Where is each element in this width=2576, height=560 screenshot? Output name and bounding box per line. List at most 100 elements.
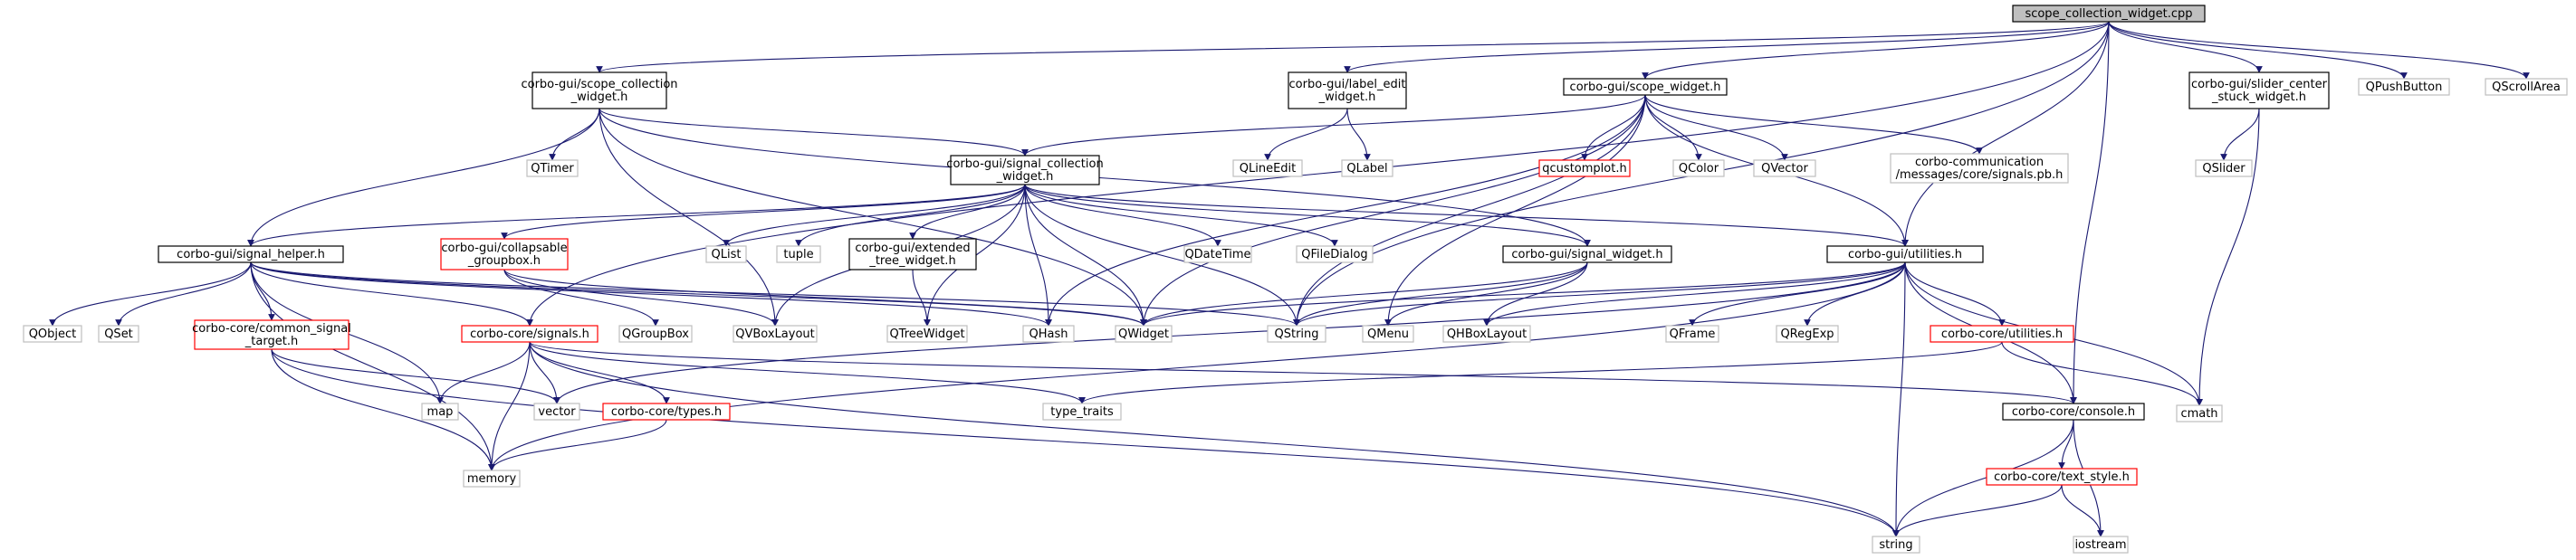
node-qregexp: QRegExp: [1776, 325, 1839, 343]
node-label: _widget.h: [1318, 90, 1376, 104]
edge-util_h-to-vector: [553, 261, 1906, 404]
node-box: [1296, 245, 1374, 263]
node-cst_h[interactable]: corbo-core/common_signal_target.h: [192, 319, 351, 350]
node-label: QTimer: [531, 162, 574, 176]
edge-sc_h-to-scw_h: [599, 108, 1029, 157]
node-string: string: [1872, 536, 1920, 554]
node-box: [1042, 403, 1122, 421]
dependency-edge: [2108, 21, 2408, 80]
dependency-edge: [549, 108, 600, 161]
node-coll_h[interactable]: corbo-gui/collapsable_groupbox.h: [440, 238, 569, 271]
dependency-edge: [250, 261, 1300, 327]
node-label: string: [1879, 538, 1912, 552]
node-qgroupbox: QGroupBox: [618, 325, 693, 343]
node-label: _stuck_widget.h: [2211, 90, 2306, 104]
node-text_style_h[interactable]: corbo-core/text_style.h: [1986, 468, 2138, 486]
dependency-edge: [1024, 184, 1221, 247]
dependency-edge: [599, 108, 779, 327]
node-ext_h[interactable]: corbo-gui/extended_tree_widget.h: [848, 238, 977, 271]
node-box: [533, 403, 580, 421]
node-box: [1341, 159, 1393, 177]
edge-sh_h-to-cst_h: [250, 261, 275, 321]
node-label: corbo-gui/collapsable: [441, 242, 567, 255]
node-csig_h[interactable]: corbo-core/signals.h: [461, 325, 599, 343]
dependency-edge: [1581, 94, 1646, 161]
edge-sh_h-to-csig_h: [250, 261, 533, 327]
node-sc_h[interactable]: corbo-gui/scope_collection_widget.h: [521, 71, 678, 109]
edge-root-to-sc_h: [596, 21, 2110, 73]
node-label: corbo-gui/label_edit: [1289, 78, 1406, 91]
dependency-edge: [1024, 184, 1052, 327]
node-scw_h[interactable]: corbo-gui/signal_collection_widget.h: [946, 155, 1104, 185]
node-type_traits: type_traits: [1042, 403, 1122, 421]
node-box: [2002, 403, 2145, 421]
edge-slider_h-to-cmath: [2196, 108, 2260, 406]
node-label: QObject: [29, 327, 77, 341]
dependency-edge: [1689, 261, 1906, 327]
node-label: QMenu: [1367, 327, 1409, 341]
edge-root-to-le_h: [1344, 21, 2110, 73]
node-root[interactable]: scope_collection_widget.cpp: [2012, 5, 2206, 23]
node-label: corbo-gui/utilities.h: [1848, 248, 1962, 261]
node-sigw_h[interactable]: corbo-gui/signal_widget.h: [1502, 245, 1672, 263]
node-qdatetime: QDateTime: [1183, 245, 1252, 263]
edge-csig_h-to-vector: [529, 341, 560, 404]
node-label: QHash: [1029, 327, 1068, 341]
node-label: corbo-gui/signal_widget.h: [1511, 248, 1662, 261]
node-cutil_h[interactable]: corbo-core/utilities.h: [1930, 325, 2074, 343]
node-box: [1753, 159, 1816, 177]
node-qobject: QObject: [23, 325, 82, 343]
node-tuple: tuple: [776, 245, 821, 263]
edge-sw_h-to-qwidget: [1140, 94, 1646, 327]
node-qhash: QHash: [1022, 325, 1075, 343]
node-signals_pb: corbo-communication/messages/core/signal…: [1890, 153, 2069, 184]
node-box: [2176, 404, 2223, 422]
edge-sigw_h-to-qwidget: [1140, 261, 1588, 327]
dependency-edge: [1642, 21, 2110, 80]
edge-sw_h-to-qcustomplot: [1581, 94, 1646, 161]
node-qpush: QPushButton: [2358, 78, 2450, 96]
edge-console_h-to-text_style_h: [2058, 419, 2074, 470]
node-box: [98, 325, 139, 343]
dependency-edge: [2061, 484, 2104, 537]
edge-le_h-to-qlabel: [1346, 108, 1371, 161]
node-sw_h[interactable]: corbo-gui/scope_widget.h: [1563, 78, 1728, 96]
dependency-edge: [909, 184, 1026, 240]
dependency-edge: [271, 348, 1900, 537]
edge-util_h-to-memory: [488, 261, 1906, 471]
dependency-edge: [553, 261, 1906, 404]
node-label: _groupbox.h: [467, 254, 541, 268]
node-slider_h[interactable]: corbo-gui/slider_center_stuck_widget.h: [2188, 71, 2330, 109]
edge-scw_h-to-coll_h: [501, 184, 1026, 240]
node-qscroll: QScrollArea: [2485, 78, 2568, 96]
node-box: [23, 325, 82, 343]
dependency-edge: [488, 261, 1906, 471]
node-qcustomplot[interactable]: qcustomplot.h: [1538, 159, 1631, 177]
node-label: QFrame: [1670, 327, 1716, 341]
node-box: [1930, 325, 2074, 343]
node-label: tuple: [783, 248, 813, 261]
node-cmath: cmath: [2176, 404, 2223, 422]
edge-sc_h-to-qwidget: [599, 108, 1147, 327]
dependency-edge: [529, 341, 2077, 404]
dependency-edge: [723, 184, 1026, 247]
node-box: [1232, 159, 1303, 177]
node-util_h[interactable]: corbo-gui/utilities.h: [1826, 245, 1984, 263]
dependency-edge: [1293, 261, 1906, 327]
dependency-edge: [503, 269, 1147, 327]
node-console_h[interactable]: corbo-core/console.h: [2002, 403, 2145, 421]
dependency-edge: [1892, 419, 2074, 537]
dependency-edge: [501, 184, 1026, 240]
node-sh_h[interactable]: corbo-gui/signal_helper.h: [158, 245, 344, 263]
node-label: corbo-core/utilities.h: [1941, 327, 2063, 341]
node-label: corbo-gui/scope_collection: [521, 78, 677, 91]
node-label: _widget.h: [570, 90, 628, 104]
node-le_h[interactable]: corbo-gui/label_edit_widget.h: [1288, 71, 1407, 109]
node-label: QFileDialog: [1301, 248, 1367, 261]
node-types_h[interactable]: corbo-core/types.h: [602, 403, 731, 421]
dependency-edge: [503, 269, 779, 327]
node-qstring: QString: [1267, 325, 1326, 343]
node-box: [2073, 536, 2129, 554]
node-label: memory: [467, 472, 517, 486]
node-box: [950, 155, 1100, 185]
